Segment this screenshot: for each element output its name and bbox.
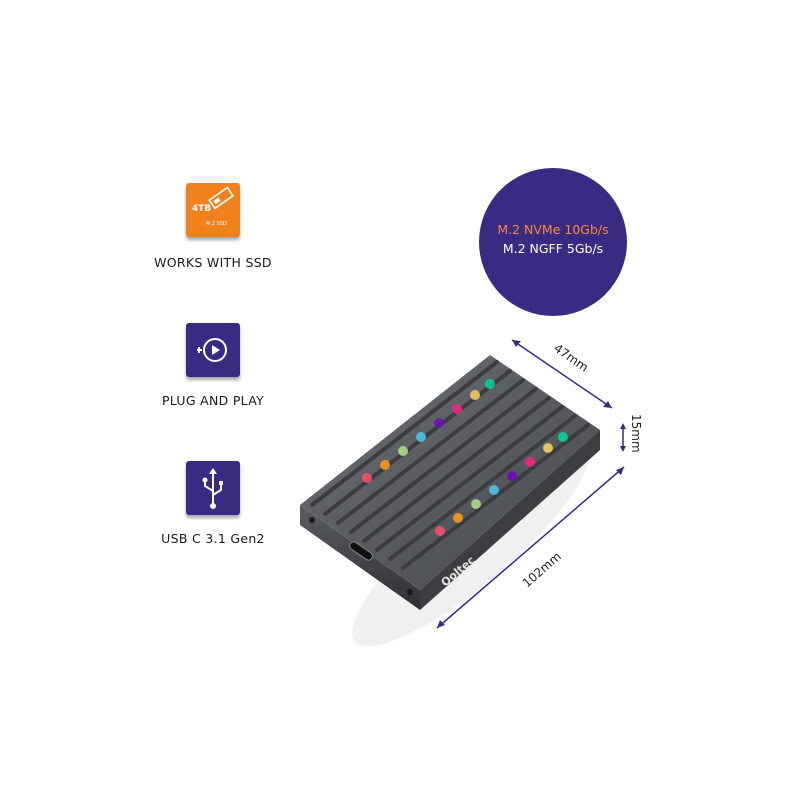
length-dimension-line bbox=[436, 466, 625, 629]
feature-label: PLUG AND PLAY bbox=[161, 393, 265, 408]
rgb-light-strip-left bbox=[362, 379, 495, 483]
screw-icon bbox=[309, 517, 315, 523]
plug-and-play-icon bbox=[186, 323, 240, 377]
width-dimension-label: 47mm bbox=[551, 341, 591, 375]
rgb-light-strip-right bbox=[435, 432, 568, 536]
ssd-capacity-text: 4TB bbox=[192, 204, 212, 214]
feature-label: WORKS WITH SSD bbox=[154, 255, 272, 270]
width-dimension-line bbox=[511, 339, 613, 409]
usb-c-port bbox=[349, 541, 373, 561]
speed-line-ngff: M.2 NGFF 5Gb/s bbox=[502, 241, 604, 256]
height-dimension-label: 15mm bbox=[629, 414, 643, 453]
length-dimension-label: 102mm bbox=[520, 549, 564, 590]
enclosure-front-face bbox=[300, 505, 420, 610]
enclosure-side-face bbox=[420, 430, 600, 610]
speed-line-nvme: M.2 NVMe 10Gb/s bbox=[497, 222, 609, 237]
screw-icon bbox=[407, 589, 413, 595]
usb-icon bbox=[186, 461, 240, 515]
speed-badge: M.2 NVMe 10Gb/s M.2 NGFF 5Gb/s bbox=[479, 168, 627, 316]
ssd-type-text: M.2 SSD bbox=[206, 221, 227, 227]
ssd-card-icon: 4TB M.2 SSD bbox=[186, 183, 240, 237]
feature-label: USB C 3.1 Gen2 bbox=[161, 531, 265, 546]
